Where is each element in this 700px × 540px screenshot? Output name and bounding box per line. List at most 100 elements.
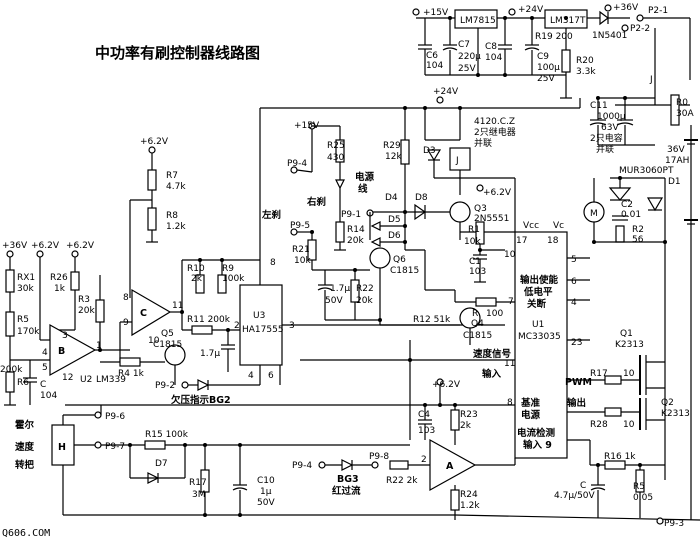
r15-label: R15 100k xyxy=(145,430,189,440)
c-label: C xyxy=(40,380,46,390)
c4-label: C4 xyxy=(418,410,430,420)
c-pin10: 10 xyxy=(148,336,160,346)
r17-bottom-value: 3M xyxy=(192,490,206,500)
d7-label: D7 xyxy=(155,459,168,469)
r2-resistor xyxy=(615,225,625,243)
q1-value: K2313 xyxy=(615,340,644,350)
c-pin8: 8 xyxy=(123,293,129,303)
junction-dots xyxy=(98,16,667,517)
comparator-b xyxy=(49,323,97,377)
c8-label: C8 xyxy=(485,42,497,52)
c6-label: C6 xyxy=(426,51,438,61)
brake-section: +15V R25 430 P9-4 左刹 右刹 P9-5 电源 线 P9-1 R… xyxy=(261,121,515,345)
r17-gate-label: R17 xyxy=(590,369,608,379)
relay-coil xyxy=(449,147,471,171)
r29-value: 12k xyxy=(385,152,402,162)
u1-pin8: 8 xyxy=(507,398,513,408)
u1-pin17: 17 xyxy=(516,236,527,246)
v24-top-label: +24V xyxy=(518,5,544,15)
c11-note-1: 2只电容 xyxy=(590,132,623,144)
c1-label: C1 xyxy=(469,257,481,267)
c17-value: 1.7μ xyxy=(200,349,220,359)
u1-ref-text: 基准 xyxy=(520,397,541,409)
r5-value: 170k xyxy=(17,327,40,337)
r24-resistor xyxy=(450,489,460,511)
r4-resistor xyxy=(119,357,141,367)
r11-resistor xyxy=(191,325,213,335)
u1-pin18: 18 xyxy=(547,236,559,246)
v62-c-terminal xyxy=(148,146,156,154)
q6-label: Q6 xyxy=(393,255,406,265)
r21-value: 10k xyxy=(294,256,311,266)
u1-enable-text: 输出使能 xyxy=(520,274,559,286)
b-pin12: 12 xyxy=(62,373,73,383)
speed-input-label: 输入 xyxy=(482,368,502,380)
u1-pin4: 4 xyxy=(571,298,577,308)
hall-text-2: 速度 xyxy=(15,441,35,453)
r15-resistor xyxy=(144,440,166,450)
diagram-title: 中功率有刷控制器线路图 xyxy=(95,44,260,62)
b-pin5: 5 xyxy=(42,363,48,373)
r5-shunt-value: 0.05 xyxy=(633,493,653,503)
v24-terminal xyxy=(508,8,516,16)
r24-label: R24 xyxy=(460,490,478,500)
hall-text-3: 转把 xyxy=(15,459,35,471)
u1-vcc-label: Vcc xyxy=(523,221,539,231)
overcurrent-led-label: 红过流 xyxy=(332,485,361,497)
r20-resistor xyxy=(561,49,571,73)
p2-1-connector xyxy=(636,14,644,22)
relay-note-3: 并联 xyxy=(474,137,492,149)
r22-brake-value: 20k xyxy=(356,296,373,306)
p2-2-connector xyxy=(621,24,629,32)
p9-4-bottom-label: P9-4 xyxy=(292,461,312,471)
d1-label: D1 xyxy=(668,177,681,187)
r10-label: R10 xyxy=(187,264,205,274)
q1-label: Q1 xyxy=(620,329,633,339)
c1-value: 103 xyxy=(469,267,486,277)
r3-resistor xyxy=(95,299,105,323)
v36-left-label: +36V xyxy=(2,241,28,251)
d5-label: D5 xyxy=(388,215,401,225)
p2-2-label: P2-2 xyxy=(630,24,650,34)
u3-pin2: 2 xyxy=(234,321,240,331)
p9-2-connector xyxy=(181,381,189,389)
r-pullup-resistor xyxy=(475,297,497,307)
b-pin4: 4 xyxy=(42,348,48,358)
c10-value: 1μ xyxy=(260,487,272,497)
r14-value: 20k xyxy=(347,236,364,246)
c11-voltage: 63V xyxy=(601,123,619,133)
lm317t-label: LM317T xyxy=(550,16,586,26)
c2-label: C2 xyxy=(621,200,633,210)
relay-section: +24V R29 12k D3 J 4120.C.Z 2只继电器 并联 Q3 2… xyxy=(259,87,581,260)
comparator-c xyxy=(131,288,172,337)
q5-value: C1815 xyxy=(153,340,182,350)
u1-part: MC33035 xyxy=(518,332,561,342)
q3-transistor xyxy=(449,201,471,223)
c4-value: 103 xyxy=(418,426,435,436)
r7-resistor xyxy=(147,169,157,191)
r8-resistor xyxy=(147,207,157,231)
relay-coil-label: J xyxy=(455,156,459,166)
c7-voltage: 25V xyxy=(458,64,476,74)
r20-label: R20 xyxy=(576,56,594,66)
u1-lowlevel-text: 低电平 xyxy=(523,286,553,298)
p9-1-label: P9-1 xyxy=(341,210,361,220)
r17-gate-resistor xyxy=(604,375,622,385)
c7-label: C7 xyxy=(458,40,470,50)
c15-value: 50V xyxy=(325,296,343,306)
r19-label: R19 200 xyxy=(535,32,573,42)
c11-value: 1000μ xyxy=(597,112,626,122)
1n5401-diode xyxy=(599,10,609,26)
diode-label: 1N5401 xyxy=(592,31,627,41)
bottom-section: +6.2V C4 103 R23 2k A 2 R24 1.2k R22 2k … xyxy=(15,340,700,529)
b-pin3: 3 xyxy=(62,331,68,341)
p9-8-label: P9-8 xyxy=(369,452,389,462)
rx1-resistor xyxy=(5,269,15,293)
r23-value: 2k xyxy=(460,421,472,431)
relay-contact-label: J xyxy=(649,75,653,85)
r12-label: R12 51k xyxy=(413,315,451,325)
q2-value: K2313 xyxy=(661,409,690,419)
c8-value: 104 xyxy=(485,53,502,63)
p9-6-label: P9-6 xyxy=(105,412,125,422)
